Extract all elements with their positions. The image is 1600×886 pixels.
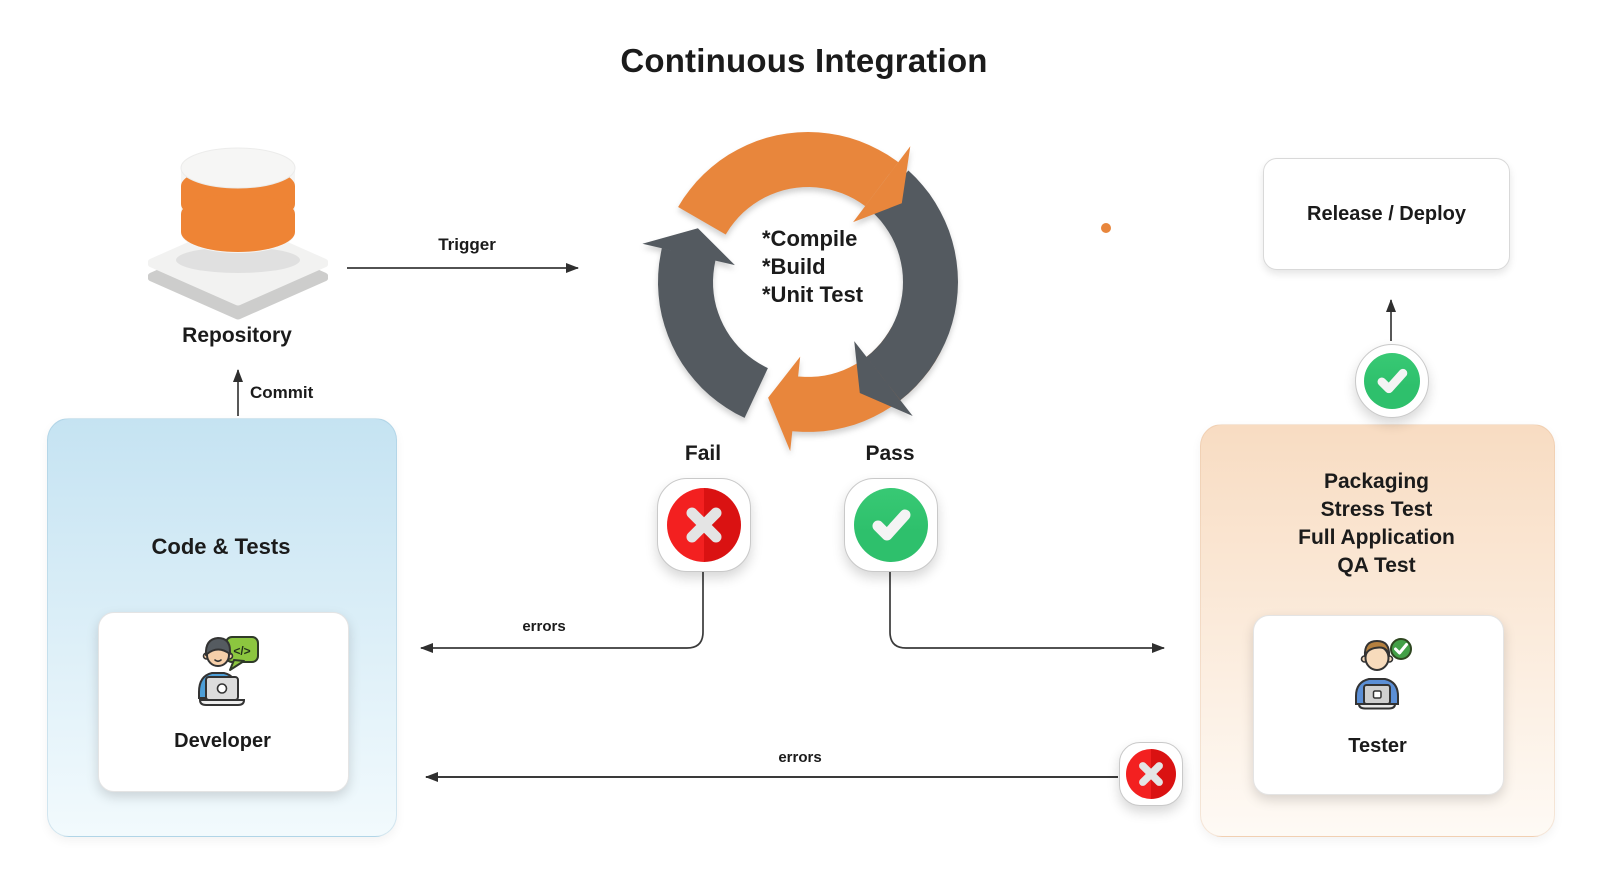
page-title: Continuous Integration [620,42,988,79]
release-deploy-label: Release / Deploy [1307,202,1466,225]
check-mark-icon [1364,353,1420,409]
tester-label: Tester [1348,735,1407,757]
pass-arrow [889,570,1165,653]
cycle-step-compile: *Compile [762,226,858,251]
orange-dot [1101,223,1111,233]
commit-label: Commit [250,383,314,402]
check-mark-icon [854,488,928,562]
qa-task-stress-test: Stress Test [1320,498,1433,521]
x-mark-icon [667,488,741,562]
circular-arrows-icon [642,132,958,452]
developer-label: Developer [174,730,271,752]
qa-fail-icon [1119,742,1183,806]
pass-icon [844,478,938,572]
code-bubble-text: </> [233,644,250,658]
code-bubble-icon: </> [225,636,259,671]
cycle-arrow-right-gray [854,170,958,416]
qa-task-packaging: Packaging [1323,470,1430,493]
cycle-step-unittest: *Unit Test [762,282,864,307]
cycle-arrow-top-orange [678,132,911,235]
fail-icon [657,478,751,572]
release-deploy-box: Release / Deploy [1263,158,1510,270]
fail-label: Fail [684,442,722,465]
qa-errors-label: errors [778,749,822,766]
release-check-icon [1355,344,1429,418]
repository-database-icon [148,147,328,320]
cycle-step-build: *Build [762,254,826,279]
cycle-steps: *Compile *Build *Unit Test [762,225,863,309]
verified-badge-icon [1390,638,1412,660]
code-and-tests-title: Code & Tests [151,534,291,559]
developer-at-laptop-icon: </> [198,636,259,706]
fail-errors-label: errors [522,618,566,635]
x-mark-icon [1126,749,1176,799]
tester-with-check-icon [1355,638,1412,710]
trigger-label: Trigger [438,235,496,254]
qa-task-full-application: Full Application [1298,526,1455,549]
cycle-arrow-left-gray [642,228,768,418]
qa-task-qa-test: QA Test [1337,554,1416,577]
repository-label: Repository [182,324,292,347]
pass-label: Pass [865,442,915,465]
qa-task-list: Packaging Stress Test Full Application Q… [1200,468,1553,580]
fail-errors-arrow [420,570,704,653]
